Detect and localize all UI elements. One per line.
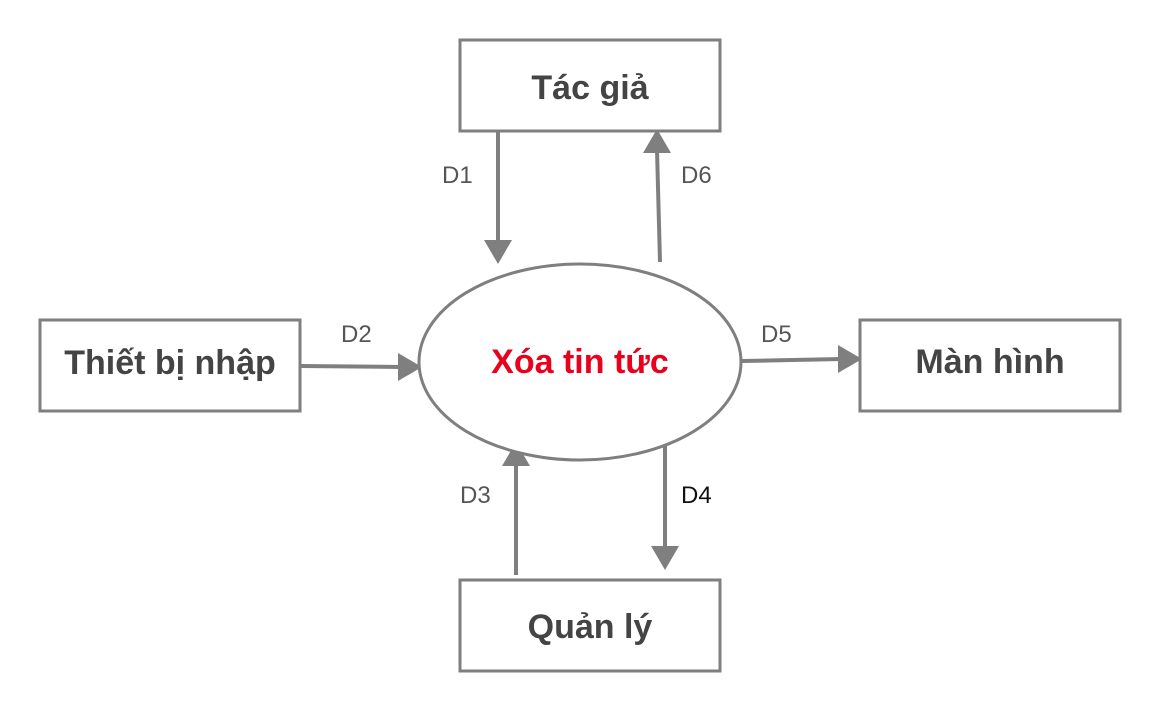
flow-d6-line bbox=[655, 149, 662, 263]
flow-d2-line bbox=[299, 364, 403, 369]
flow-d4-arrowhead bbox=[651, 546, 679, 570]
entity-manager-box bbox=[458, 578, 722, 673]
entity-input-device-label: Thiết bị nhập bbox=[64, 344, 276, 382]
flow-d6 bbox=[643, 129, 671, 263]
entity-input-device: Thiết bị nhập bbox=[38, 318, 302, 413]
entity-screen-box bbox=[858, 318, 1122, 413]
flow-d5-label: D5 bbox=[761, 321, 792, 348]
process-delete-news: Xóa tin tức bbox=[417, 262, 743, 462]
flow-d2-label: D2 bbox=[341, 321, 372, 348]
entity-screen-label: Màn hình bbox=[915, 343, 1064, 381]
flow-d5-arrowhead bbox=[838, 345, 862, 373]
entity-screen: Màn hình bbox=[858, 318, 1122, 413]
entity-input-device-box bbox=[38, 318, 302, 413]
flow-d5-line bbox=[741, 357, 843, 363]
flow-d2-arrowhead bbox=[398, 353, 422, 381]
entity-manager-label: Quản lý bbox=[528, 608, 653, 646]
entity-author-box bbox=[458, 38, 722, 133]
flow-d1-label: D1 bbox=[442, 162, 473, 189]
flow-d5 bbox=[741, 345, 862, 373]
process-ellipse bbox=[417, 262, 743, 462]
flow-d1-arrowhead bbox=[484, 240, 512, 264]
process-label: Xóa tin tức bbox=[491, 343, 669, 381]
flow-d6-label: D6 bbox=[681, 162, 712, 189]
flow-d3 bbox=[502, 442, 530, 575]
entity-author: Tác giả bbox=[458, 38, 722, 133]
flow-d3-label: D3 bbox=[460, 482, 491, 509]
flow-d3-arrowhead bbox=[502, 442, 530, 466]
entity-manager: Quản lý bbox=[458, 578, 722, 673]
flow-d1 bbox=[484, 132, 512, 264]
entity-author-label: Tác giả bbox=[531, 69, 649, 107]
flow-d2 bbox=[299, 353, 422, 381]
flow-d4-label: D4 bbox=[681, 482, 712, 509]
flow-d4 bbox=[651, 437, 679, 570]
flow-d6-arrowhead bbox=[643, 129, 671, 153]
